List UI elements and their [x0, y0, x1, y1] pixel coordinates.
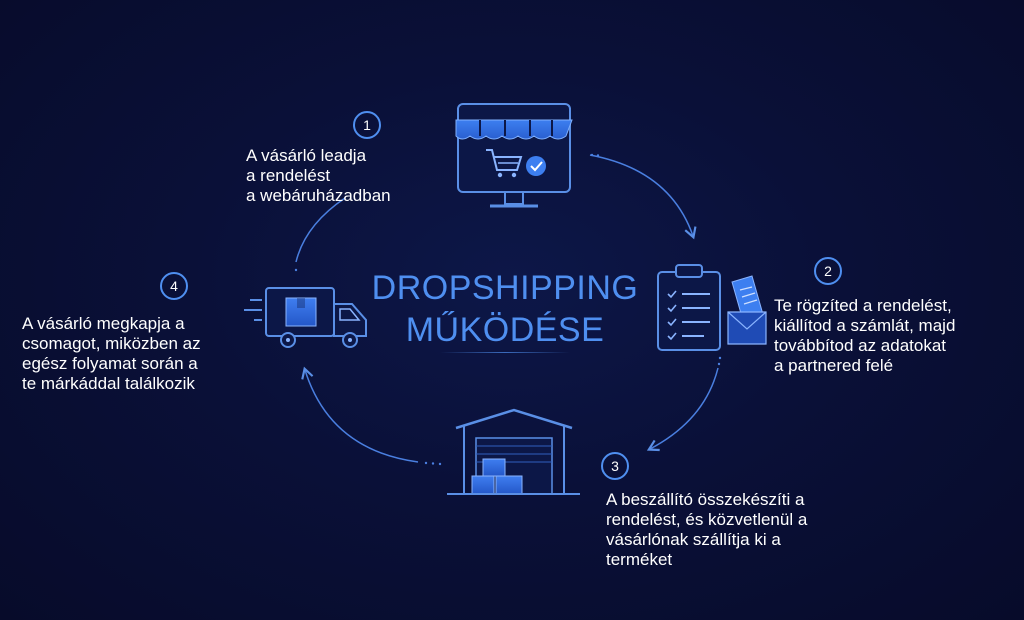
step-2-line: kiállítod a számlát, majd: [774, 316, 956, 335]
step-4-description: A vásárló megkapja a csomagot, miközben …: [22, 314, 201, 394]
step-4-badge: 4: [160, 272, 188, 300]
step-3-line: vásárlónak szállítja ki a: [606, 530, 781, 549]
arrow-3-to-4: [301, 366, 442, 466]
title-underline: [440, 352, 570, 353]
step-1-line: a rendelést: [246, 166, 331, 185]
step-3-line: terméket: [606, 550, 673, 569]
delivery-truck-icon: [244, 287, 367, 348]
step-4-line: te márkáddal találkozik: [22, 374, 195, 393]
step-1-badge: 1: [353, 111, 381, 139]
diagram-title-line-2: MŰKÖDÉSE: [405, 311, 605, 349]
step-1-line: A vásárló leadja: [246, 146, 367, 165]
step-3-description: A beszállító összekészíti a rendelést, é…: [606, 490, 807, 570]
step-4-line: A vásárló megkapja a: [22, 314, 185, 333]
step-4-line: csomagot, miközben az: [22, 334, 201, 353]
online-store-icon: [455, 103, 573, 208]
step-2-badge: 2: [814, 257, 842, 285]
step-2-description: Te rögzíted a rendelést, kiállítod a szá…: [774, 296, 955, 376]
arrow-1-to-2: [589, 153, 697, 240]
arrow-2-to-3: [646, 356, 722, 452]
step-3-badge: 3: [601, 452, 629, 480]
step-4-line: egész folyamat során a: [22, 354, 198, 373]
step-1-description: A vásárló leadja a rendelést a webáruház…: [246, 146, 391, 206]
step-2-line: a partnered felé: [774, 356, 894, 375]
step-3-line: rendelést, és közvetlenül a: [606, 510, 808, 529]
step-2-line: továbbítod az adatokat: [774, 336, 947, 355]
diagram-title-line-1: DROPSHIPPING: [371, 269, 639, 307]
arrow-4-to-1: [294, 197, 346, 272]
step-1-line: a webáruházadban: [246, 186, 391, 205]
step-2-line: Te rögzíted a rendelést,: [774, 296, 952, 315]
order-document-icon: [657, 264, 767, 351]
step-3-line: A beszállító összekészíti a: [606, 490, 805, 509]
warehouse-icon: [447, 408, 580, 495]
